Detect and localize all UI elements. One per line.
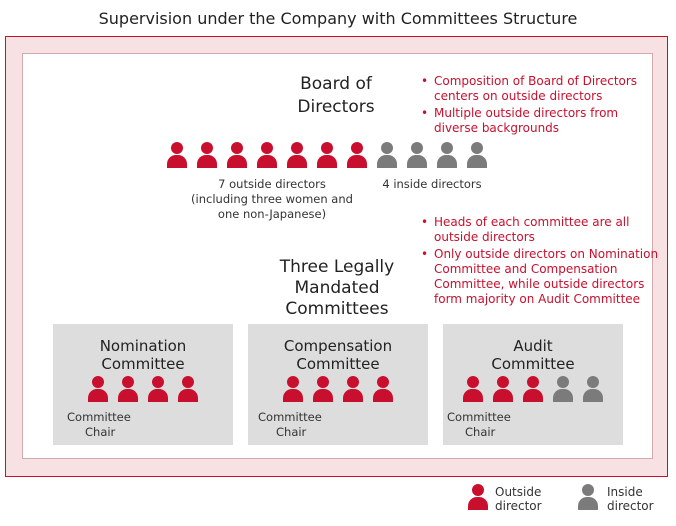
outside-director-icon — [493, 376, 513, 402]
outside-director-icon — [167, 142, 187, 168]
committee-note-text: Heads of each committee are all outside … — [434, 215, 630, 244]
inside-directors-caption: 4 inside directors — [382, 177, 482, 191]
committee-note: • Heads of each committee are all outside… — [421, 215, 661, 245]
committee-name-line: Nomination — [99, 337, 187, 355]
board-note: • Composition of Board of Directors cente… — [421, 74, 661, 104]
legend-line: director — [607, 499, 654, 513]
outside-director-icon — [523, 376, 543, 402]
committee-name: Compensation Committee — [248, 337, 428, 373]
board-title: Board of Directors — [280, 73, 392, 119]
outside-director-icon — [178, 376, 198, 402]
outside-director-icon — [373, 376, 393, 402]
outside-director-icon — [343, 376, 363, 402]
caption-line: 7 outside directors — [218, 177, 326, 191]
committee-name-line: Committee — [491, 355, 575, 373]
committees-section-title: Three Legally Mandated Committees — [262, 257, 412, 320]
outside-director-icon — [197, 142, 217, 168]
outside-director-icon — [148, 376, 168, 402]
inside-director-icon — [467, 142, 487, 168]
inside-director-icon — [553, 376, 573, 402]
board-note: • Multiple outside directors from diverse… — [421, 106, 661, 136]
caption-line: one non-Japanese) — [217, 207, 327, 221]
chair-line: Committee — [258, 410, 322, 424]
outside-director-icon — [347, 142, 367, 168]
outside-director-icon — [463, 376, 483, 402]
nomination-committee-box: Nomination Committee Committee Chair — [53, 324, 233, 445]
caption-line: (including three women and — [191, 192, 353, 206]
committee-chair-label: Committee Chair — [67, 410, 131, 440]
board-title-line: Directors — [297, 97, 375, 117]
audit-committee-box: Audit Committee Committee Chair — [443, 324, 623, 445]
committees-title-line: Mandated — [294, 278, 380, 298]
committee-name: Audit Committee — [443, 337, 623, 373]
legend-outside-label: Outside director — [495, 485, 542, 513]
board-notes: • Composition of Board of Directors cente… — [421, 74, 661, 138]
outside-director-icon — [227, 142, 247, 168]
committee-name-line: Compensation — [283, 337, 393, 355]
inside-director-icon — [578, 484, 598, 510]
outside-director-icon — [118, 376, 138, 402]
bullet: • — [421, 247, 429, 261]
committee-name-line: Audit — [513, 337, 553, 355]
legend-line: director — [495, 499, 542, 513]
legend-inside-label: Inside director — [607, 485, 654, 513]
committee-name: Nomination Committee — [53, 337, 233, 373]
board-note-text: Multiple outside directors from diverse … — [434, 106, 619, 135]
committee-note: • Only outside directors on Nomination Co… — [421, 247, 661, 307]
chair-line: Committee — [67, 410, 131, 424]
chair-line: Chair — [465, 425, 496, 439]
outside-director-icon — [317, 142, 337, 168]
committee-name-line: Committee — [296, 355, 380, 373]
outside-directors-caption: 7 outside directors (including three wom… — [182, 177, 362, 222]
diagram-title: Supervision under the Company with Commi… — [98, 9, 578, 28]
board-note-text: Composition of Board of Directors center… — [434, 74, 638, 103]
committee-note-text: Only outside directors on Nomination Com… — [434, 247, 659, 306]
outside-director-icon — [313, 376, 333, 402]
bullet: • — [421, 215, 429, 229]
inside-director-icon — [583, 376, 603, 402]
committees-title-line: Committees — [285, 299, 389, 319]
committee-name-line: Committee — [101, 355, 185, 373]
chair-line: Chair — [85, 425, 116, 439]
outside-director-icon — [283, 376, 303, 402]
committee-chair-label: Committee Chair — [258, 410, 322, 440]
chair-line: Committee — [447, 410, 511, 424]
bullet: • — [421, 106, 429, 120]
legend-line: Inside — [607, 485, 643, 499]
inside-director-icon — [437, 142, 457, 168]
outside-director-icon — [287, 142, 307, 168]
committee-chair-label: Committee Chair — [447, 410, 511, 440]
committee-notes: • Heads of each committee are all outside… — [421, 215, 661, 309]
legend-line: Outside — [495, 485, 542, 499]
outside-director-icon — [468, 484, 488, 510]
committees-title-line: Three Legally — [279, 257, 395, 277]
chair-line: Chair — [276, 425, 307, 439]
outside-director-icon — [257, 142, 277, 168]
compensation-committee-box: Compensation Committee Committee Chair — [248, 324, 428, 445]
inside-director-icon — [407, 142, 427, 168]
board-title-line: Board of — [300, 74, 372, 94]
inside-director-icon — [377, 142, 397, 168]
outside-director-icon — [88, 376, 108, 402]
bullet: • — [421, 74, 429, 88]
